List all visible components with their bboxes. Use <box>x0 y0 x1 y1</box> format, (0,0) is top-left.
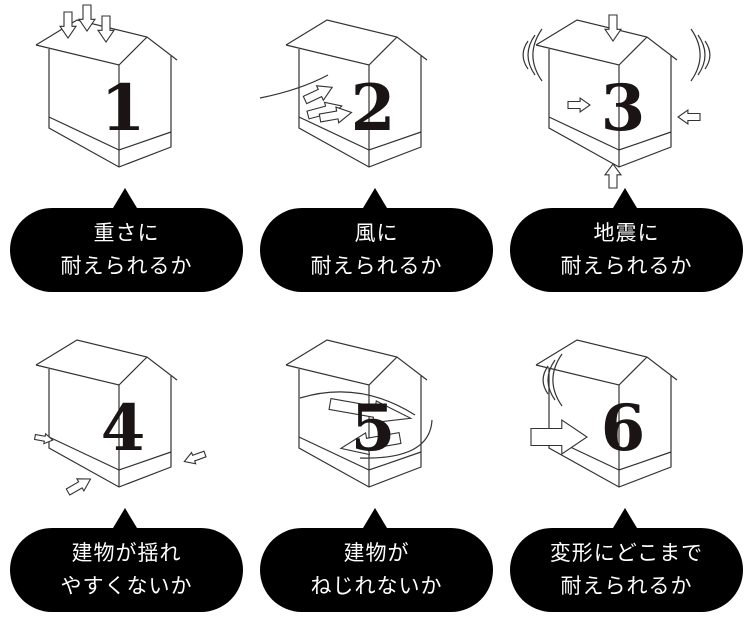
down-arrow <box>96 15 116 43</box>
house-foundation-line <box>298 436 422 471</box>
caption-line1: 風に <box>354 221 399 245</box>
caption-line2: 耐えられるか <box>560 254 693 278</box>
panel-2: 2 <box>259 19 428 208</box>
caption-line2: やすくないか <box>60 574 193 598</box>
panel-number: 6 <box>601 391 646 466</box>
caption-bubble: 地震に耐えられるか <box>510 208 743 292</box>
wind-arrows-icon <box>259 74 353 124</box>
panel-number: 5 <box>351 391 396 466</box>
house-roof <box>285 339 428 381</box>
house-roof-edge <box>535 36 648 66</box>
caption-line2: 耐えられるか <box>560 574 693 598</box>
bubble-pointer <box>613 508 637 528</box>
earthquake-arrows-icon <box>522 14 711 189</box>
downward-load-arrows-icon <box>58 4 116 43</box>
panel-5: 5 <box>285 339 433 528</box>
deformation-arrow-icon <box>530 353 588 456</box>
caption-line1: 重さに <box>93 221 160 245</box>
caption-line2: ねじれないか <box>310 574 443 598</box>
house-roof <box>35 339 178 381</box>
panel-number: 3 <box>601 71 646 146</box>
house-roof <box>35 19 178 61</box>
house-icon <box>285 339 428 488</box>
house-roof-edge <box>35 356 148 386</box>
caption-line1: 建物が揺れ <box>71 541 182 565</box>
bubble-pointer <box>113 508 137 528</box>
house-icon <box>35 339 178 488</box>
left-arrow <box>183 450 207 465</box>
house-foundation-line <box>298 116 422 151</box>
vibration-waves-left <box>522 28 543 82</box>
up-right-arrow <box>65 478 92 496</box>
caption-line1: 建物が <box>343 541 410 565</box>
bubble-pointer <box>363 508 387 528</box>
caption-bubble: 風に耐えられるか <box>260 208 493 292</box>
right-arrow <box>567 96 591 114</box>
house-icon <box>535 339 678 488</box>
house-roof-edge <box>35 36 148 66</box>
down-arrow <box>77 4 97 32</box>
caption-line1: 変形にどこまで <box>549 541 704 565</box>
house-foundation-line <box>48 116 172 151</box>
house-roof <box>535 339 678 381</box>
house-icon <box>535 19 678 168</box>
caption-line1: 地震に <box>593 221 660 245</box>
panel-6: 6 <box>530 339 678 528</box>
bubble-pointer <box>113 188 137 208</box>
down-arrow <box>603 14 623 42</box>
panel-number: 4 <box>101 391 146 466</box>
caption-bubble: 変形にどこまで耐えられるか <box>510 528 743 612</box>
right-arrow <box>33 432 54 445</box>
up-arrow <box>603 163 623 189</box>
panel-3: 3 <box>522 14 711 208</box>
down-arrow <box>58 11 78 39</box>
caption-line2: 耐えられるか <box>310 254 443 278</box>
left-arrow <box>677 108 701 126</box>
house-roof <box>535 19 678 61</box>
house-roof-edge <box>285 356 398 386</box>
house-roof <box>285 19 428 61</box>
push-arrow <box>530 418 588 456</box>
panel-1: 1 <box>35 4 178 208</box>
wind-arrow <box>318 106 353 124</box>
house-icon <box>35 19 178 168</box>
house-foundation-line <box>548 116 672 151</box>
sway-arrows-icon <box>33 432 207 496</box>
wind-arrow <box>302 85 334 105</box>
caption-bubble: 建物がねじれないか <box>260 528 493 612</box>
bubble-pointer <box>613 188 637 208</box>
house-roof-edge <box>285 36 398 66</box>
panel-number: 2 <box>351 71 396 146</box>
panel-number: 1 <box>101 71 146 146</box>
caption-line2: 耐えられるか <box>60 254 193 278</box>
vibration-waves-right <box>690 28 711 82</box>
house-foundation-line <box>48 436 172 471</box>
caption-bubble: 建物が揺れやすくないか <box>10 528 243 612</box>
twist-arrows-icon <box>299 391 433 459</box>
vibration-waves <box>542 353 563 407</box>
caption-bubble: 重さに耐えられるか <box>10 208 243 292</box>
house-icon <box>285 19 428 168</box>
twist-arrow <box>328 397 413 424</box>
house-foundation-line <box>548 436 672 471</box>
panel-4: 4 <box>33 339 207 528</box>
twist-arrow <box>339 431 402 456</box>
bubble-pointer <box>363 188 387 208</box>
